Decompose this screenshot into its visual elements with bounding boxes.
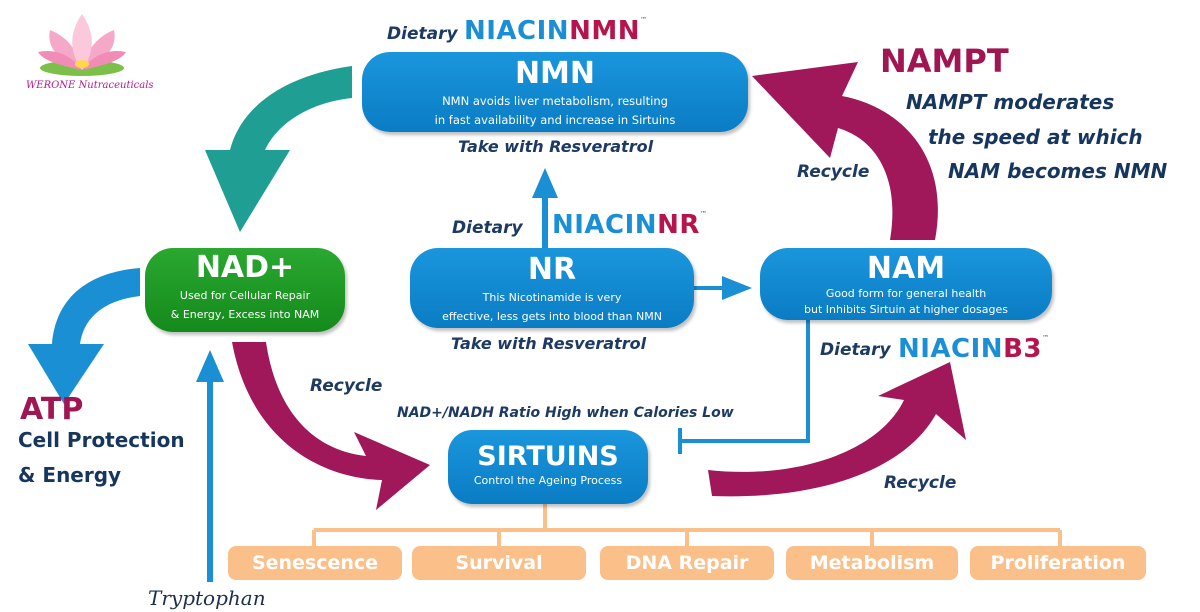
maroon-arrow-nam-to-nmn bbox=[752, 62, 938, 240]
nr-brand: NIACINNR™ bbox=[552, 210, 707, 240]
nr-box: NR This Nicotinamide is very effective, … bbox=[410, 248, 694, 328]
nad-line1: Used for Cellular Repair bbox=[179, 289, 311, 302]
nmn-note: Take with Resveratrol bbox=[458, 137, 654, 156]
nampt-title: NAMPT bbox=[880, 42, 1009, 80]
atp-title: ATP bbox=[20, 392, 84, 427]
nad-title: NAD+ bbox=[195, 250, 295, 285]
nam-brand-b: B3 bbox=[1003, 334, 1042, 364]
nmn-title: NMN bbox=[514, 56, 596, 91]
nr-brand-b: NR bbox=[657, 210, 700, 240]
nmn-brand-tm: ™ bbox=[639, 16, 648, 24]
nr-dietary-label: Dietary bbox=[452, 218, 523, 238]
nam-line1: Good form for general health bbox=[825, 287, 987, 300]
outcome-metabolism: Metabolism bbox=[786, 546, 958, 580]
nr-line2: effective, less gets into blood than NMN bbox=[442, 310, 662, 323]
nmn-line2: in fast availability and increase in Sir… bbox=[434, 113, 676, 127]
recycle-label-left: Recycle bbox=[310, 376, 383, 396]
sirtuins-subtitle: Control the Ageing Process bbox=[473, 474, 623, 487]
nam-box: NAM Good form for general health but Inh… bbox=[760, 248, 1052, 320]
outcome-proliferation: Proliferation bbox=[970, 546, 1146, 580]
arrow-right-icon bbox=[722, 276, 752, 300]
inhibition-line bbox=[680, 318, 810, 443]
nad-line2: & Energy, Excess into NAM bbox=[170, 308, 320, 321]
nmn-brand: NIACINNMN™ bbox=[464, 16, 647, 46]
nampt-line3: NAM becomes NMN bbox=[948, 159, 1168, 183]
nmn-box: NMN NMN avoids liver metabolism, resulti… bbox=[362, 52, 748, 132]
nad-box: NAD+ Used for Cellular Repair & Energy, … bbox=[145, 248, 345, 332]
outcome-survival: Survival bbox=[412, 546, 586, 580]
nr-note: Take with Resveratrol bbox=[451, 334, 647, 353]
nmn-brand-b: NMN bbox=[569, 16, 640, 46]
arrow-up-icon bbox=[196, 350, 224, 382]
nam-title: NAM bbox=[866, 251, 946, 286]
nam-brand-a: NIACIN bbox=[898, 334, 1004, 364]
recycle-label-bottom: Recycle bbox=[884, 473, 957, 493]
maroon-arrow-nad-to-sirtuins bbox=[232, 342, 430, 510]
tryptophan-label: Tryptophan bbox=[148, 586, 266, 610]
sirtuins-box: SIRTUINS Control the Ageing Process bbox=[448, 430, 648, 504]
teal-arrow-nmn-to-nad bbox=[205, 66, 352, 232]
outcome-senescence: Senescence bbox=[228, 546, 402, 580]
recycle-label-top: Recycle bbox=[797, 162, 870, 182]
nam-line2: but Inhibits Sirtuin at higher dosages bbox=[804, 303, 1008, 316]
nr-title: NR bbox=[527, 252, 577, 287]
nam-dietary-label: Dietary bbox=[820, 340, 891, 360]
nmn-brand-a: NIACIN bbox=[464, 16, 570, 46]
nr-line1: This Nicotinamide is very bbox=[482, 291, 622, 304]
nampt-line2: the speed at which bbox=[928, 125, 1143, 149]
nr-brand-a: NIACIN bbox=[552, 210, 658, 240]
nr-brand-tm: ™ bbox=[699, 210, 708, 218]
blue-arrow-nad-to-atp bbox=[28, 268, 140, 404]
arrow-up-icon bbox=[532, 168, 558, 198]
company-name: WERONE Nutraceuticals bbox=[26, 80, 154, 91]
nmn-line1: NMN avoids liver metabolism, resulting bbox=[442, 94, 668, 108]
ratio-note: NAD+/NADH Ratio High when Calories Low bbox=[397, 405, 734, 421]
sirtuins-title: SIRTUINS bbox=[477, 441, 619, 472]
atp-line1: Cell Protection bbox=[18, 428, 185, 452]
outcomes-bracket bbox=[312, 504, 1062, 548]
nam-brand-tm: ™ bbox=[1042, 334, 1050, 342]
lotus-logo-icon bbox=[38, 14, 126, 76]
atp-line2: & Energy bbox=[18, 463, 122, 487]
nampt-line1: NAMPT moderates bbox=[906, 90, 1115, 114]
nmn-dietary-label: Dietary bbox=[387, 24, 458, 44]
outcome-dna-repair: DNA Repair bbox=[600, 546, 774, 580]
maroon-arrow-sirtuins-to-nam bbox=[708, 362, 966, 497]
nam-brand: NIACINB3™ bbox=[898, 334, 1050, 364]
